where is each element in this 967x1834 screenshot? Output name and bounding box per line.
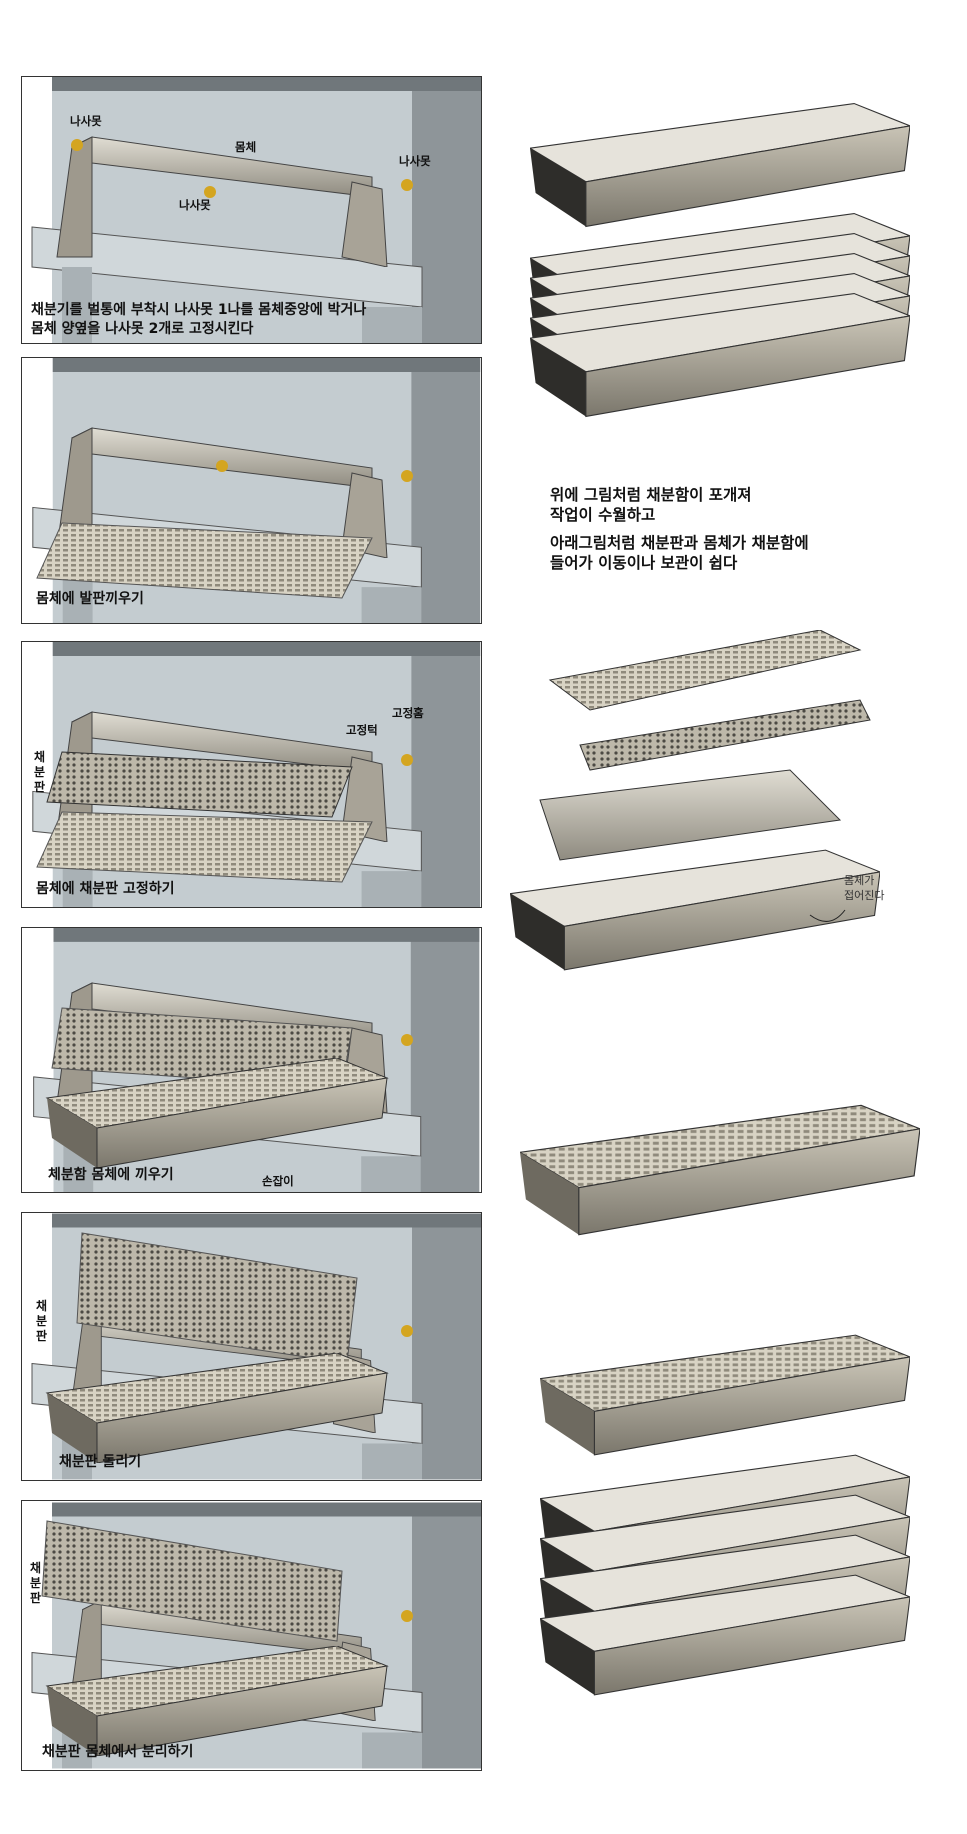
assembled-box-illustration	[520, 1104, 920, 1236]
hive-illustration	[33, 928, 480, 1192]
hive-illustration	[31, 1501, 481, 1770]
hive-illustration	[31, 1213, 481, 1480]
exploded-view-illustration	[510, 630, 880, 971]
stacked-assembled-illustration	[540, 1334, 910, 1696]
label-lock-tab: 고정턱	[346, 723, 378, 737]
caption: 몸체에 채분판 고정하기	[36, 881, 175, 897]
hive-illustration	[31, 77, 481, 343]
panel-mounting: 나사못 몸체 나사못 나사못 채분기를 벌통에 부착시 나사못 1나를 몸체중앙…	[21, 76, 482, 344]
panel-rotate-plate: 채분판 채분판 돌리기	[21, 1212, 482, 1481]
label-screw-right: 나사못	[399, 154, 431, 168]
hive-illustration	[32, 642, 481, 907]
label-handle: 손잡이	[262, 1174, 294, 1188]
label-lock-groove: 고정홈	[392, 706, 424, 720]
screw-icon	[71, 139, 83, 151]
label-plate: 채분판	[34, 750, 46, 794]
label-screw-left: 나사못	[70, 114, 102, 128]
label-plate: 채분판	[30, 1561, 42, 1605]
panel-detach-plate: 채분판 채분판 몸체에서 분리하기	[21, 1500, 482, 1771]
caption: 채분판 몸체에서 분리하기	[42, 1744, 194, 1760]
caption: 몸체에 발판끼우기	[36, 591, 144, 607]
label-plate: 채분판	[36, 1299, 48, 1343]
hive-illustration	[32, 358, 481, 623]
panel-insert-box: 체분함 몸체에 끼우기 손잡이	[21, 927, 482, 1193]
caption: 채분판 돌리기	[59, 1454, 142, 1470]
panel-footplate: 몸체에 발판끼우기	[21, 357, 482, 624]
stacked-trays-illustration	[530, 102, 910, 418]
panel-fix-plate: 채분판 고정턱 고정홈 몸체에 채분판 고정하기	[21, 641, 482, 908]
label-screw-center: 나사못	[179, 198, 211, 212]
label-body: 몸체	[235, 140, 257, 154]
caption: 체분함 몸체에 끼우기	[48, 1167, 174, 1183]
